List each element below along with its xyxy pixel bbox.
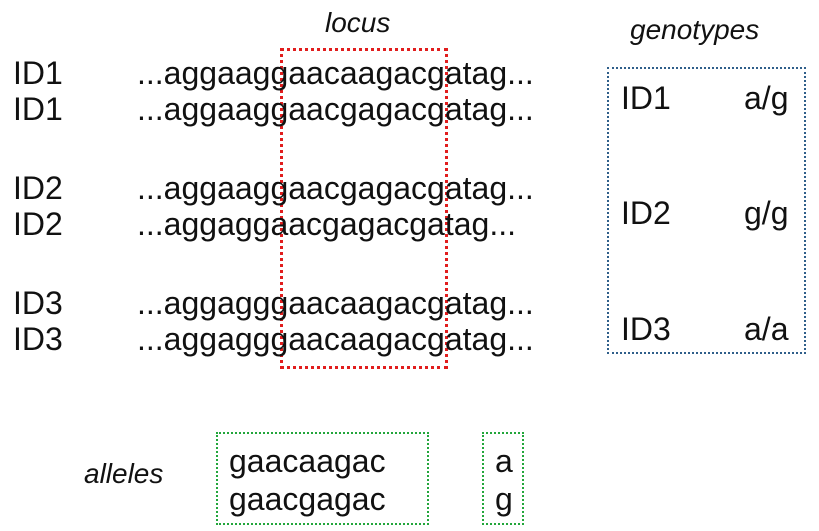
read-id: ID3 bbox=[13, 321, 63, 357]
locus-label: locus bbox=[325, 7, 391, 38]
allele-base-box bbox=[482, 432, 524, 525]
locus-box bbox=[280, 48, 448, 369]
read-sequence: ...aggaaggaacgagacgatag... bbox=[137, 91, 534, 127]
read-sequence: ...aggaaggaacgagacgatag... bbox=[137, 170, 534, 206]
alleles-label: alleles bbox=[84, 458, 164, 489]
read-sequence: ...aggagggaacaagacgatag... bbox=[137, 321, 534, 357]
genotype-id: ID2 bbox=[621, 195, 671, 231]
allele-sequence: gaacaagac bbox=[229, 443, 386, 479]
read-sequence: ...aggagggaacaagacgatag... bbox=[137, 285, 534, 321]
read-id: ID3 bbox=[13, 285, 63, 321]
genotypes-box bbox=[607, 67, 806, 354]
allele-base: a bbox=[495, 443, 513, 479]
allele-base: g bbox=[495, 481, 513, 517]
allele-sequence: gaacgagac bbox=[229, 481, 386, 517]
read-sequence: ...aggaggaacgagacgatag... bbox=[137, 206, 516, 242]
genotype-id: ID1 bbox=[621, 80, 671, 116]
alleles-box bbox=[216, 432, 429, 525]
genotype-call: a/a bbox=[744, 311, 789, 347]
read-sequence: ...aggaaggaacaagacgatag... bbox=[137, 55, 534, 91]
read-id: ID2 bbox=[13, 170, 63, 206]
genotype-call: a/g bbox=[744, 80, 789, 116]
genotype-id: ID3 bbox=[621, 311, 671, 347]
genotype-call: g/g bbox=[744, 195, 789, 231]
genotypes-label: genotypes bbox=[630, 14, 760, 45]
read-id: ID1 bbox=[13, 55, 63, 91]
read-id: ID1 bbox=[13, 91, 63, 127]
read-id: ID2 bbox=[13, 206, 63, 242]
